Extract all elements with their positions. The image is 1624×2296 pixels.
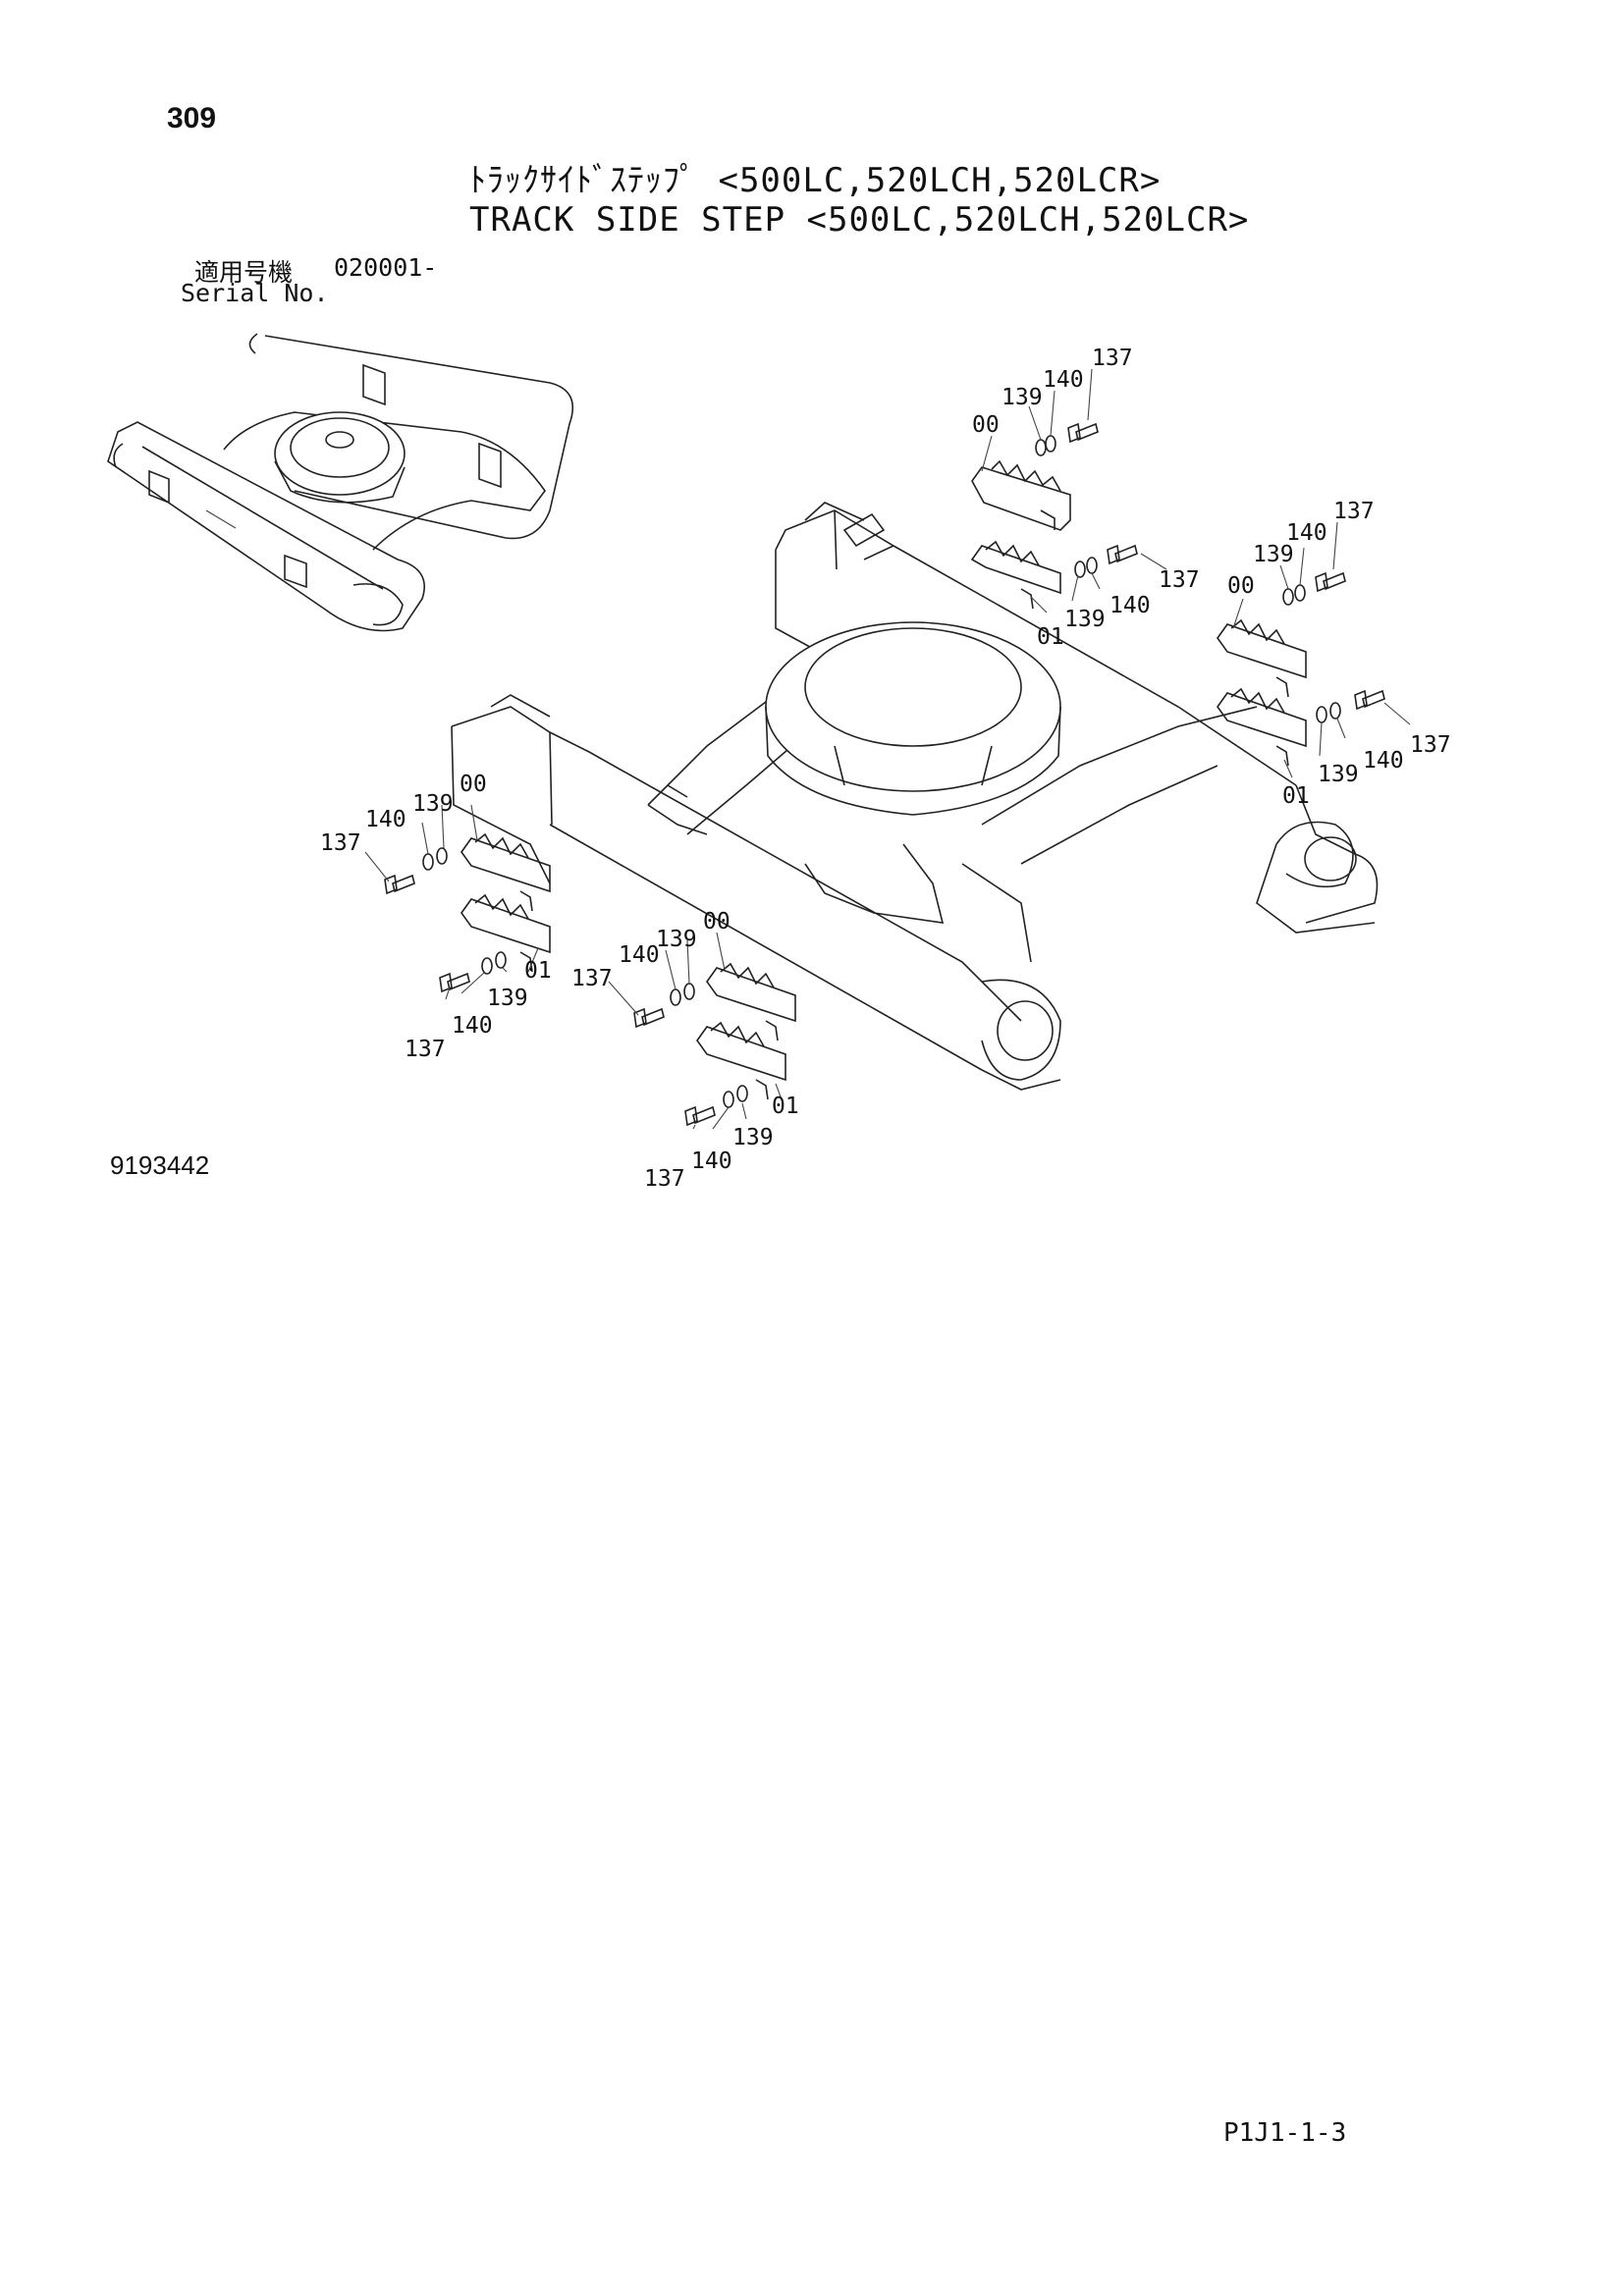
leader-lines bbox=[364, 368, 1411, 1130]
callout-140: 140 bbox=[1363, 748, 1404, 774]
callout-139: 139 bbox=[487, 986, 528, 1011]
parts-diagram: 137 140 139 00 137 140 139 01 137 140 13… bbox=[107, 333, 1451, 1192]
bolt-8 bbox=[684, 1105, 716, 1127]
callout-137: 137 bbox=[405, 1037, 446, 1062]
callout-140: 140 bbox=[1043, 367, 1084, 393]
bolt-3 bbox=[1315, 571, 1346, 593]
callout-137: 137 bbox=[571, 966, 613, 991]
serial-value: 020001- bbox=[334, 253, 438, 282]
callout-00: 00 bbox=[703, 909, 731, 934]
title-english: TRACK SIDE STEP <500LC,520LCH,520LCR> bbox=[469, 200, 1250, 240]
callout-140: 140 bbox=[452, 1013, 493, 1039]
page-number: 309 bbox=[167, 102, 217, 134]
callout-137: 137 bbox=[1159, 567, 1200, 593]
callout-01: 01 bbox=[1282, 783, 1310, 809]
callout-140: 140 bbox=[691, 1148, 732, 1174]
callout-137: 137 bbox=[1092, 346, 1133, 371]
callout-140: 140 bbox=[1110, 593, 1151, 618]
callout-140: 140 bbox=[365, 807, 406, 832]
bolt-5 bbox=[384, 874, 415, 895]
page-code: P1J1-1-3 bbox=[1223, 2118, 1347, 2148]
callout-140: 140 bbox=[619, 942, 660, 968]
callout-00: 00 bbox=[460, 772, 487, 797]
callout-139: 139 bbox=[1001, 385, 1043, 410]
callout-137: 137 bbox=[1410, 732, 1451, 758]
bolts-and-washers bbox=[384, 422, 1385, 1127]
callout-140: 140 bbox=[1286, 520, 1327, 546]
title-japanese: ﾄﾗｯｸｻｲﾄﾞｽﾃｯﾌﾟ <500LC,520LCH,520LCR> bbox=[469, 161, 1162, 200]
callout-01: 01 bbox=[772, 1094, 799, 1119]
callout-01: 01 bbox=[1037, 624, 1064, 650]
callout-00: 00 bbox=[972, 412, 1000, 438]
callout-labels: 137 140 139 00 137 140 139 01 137 140 13… bbox=[320, 346, 1451, 1192]
bolt-1 bbox=[1067, 422, 1099, 444]
callout-139: 139 bbox=[656, 927, 697, 952]
overview-inset bbox=[107, 333, 574, 632]
bolt-7 bbox=[633, 1007, 665, 1029]
callout-137: 137 bbox=[644, 1166, 685, 1192]
bolt-2 bbox=[1107, 544, 1138, 565]
callout-00: 00 bbox=[1227, 573, 1255, 599]
step-brackets bbox=[460, 459, 1307, 1100]
callout-139: 139 bbox=[1064, 607, 1106, 632]
callout-137: 137 bbox=[1333, 499, 1375, 524]
callout-139: 139 bbox=[732, 1125, 774, 1150]
figure-number: 9193442 bbox=[110, 1150, 210, 1180]
callout-139: 139 bbox=[1253, 542, 1294, 567]
callout-139: 139 bbox=[1318, 762, 1359, 787]
bolt-6 bbox=[439, 972, 470, 993]
serial-label-english: Serial No. bbox=[181, 279, 329, 307]
serial-label-japanese: 適用号機 bbox=[194, 258, 294, 287]
track-frame bbox=[451, 502, 1379, 1091]
callout-139: 139 bbox=[412, 791, 454, 817]
callout-137: 137 bbox=[320, 830, 361, 856]
callout-01: 01 bbox=[524, 958, 552, 984]
bolt-4 bbox=[1354, 689, 1385, 711]
